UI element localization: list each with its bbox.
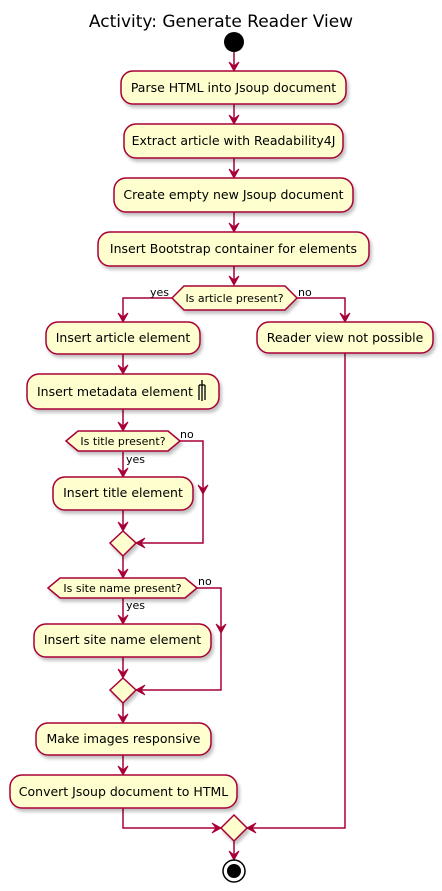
activity-metadata-label: Insert metadata element — [37, 384, 193, 399]
activity-article-label: Insert article element — [56, 330, 191, 345]
label-no-site: no — [198, 575, 212, 588]
merge-final — [219, 813, 249, 843]
activity-create: Create empty new Jsoup document — [113, 177, 354, 213]
activity-images-label: Make images responsive — [47, 731, 201, 746]
activity-parse: Parse HTML into Jsoup document — [120, 70, 347, 105]
activity-convert-label: Convert Jsoup document to HTML — [19, 784, 228, 799]
label-no-title: no — [180, 428, 194, 441]
end-node — [222, 859, 246, 883]
activity-create-label: Create empty new Jsoup document — [123, 187, 343, 202]
edge-convert-final-merge — [122, 808, 221, 829]
merge-site — [108, 676, 138, 705]
edge-decision3-no — [136, 587, 222, 691]
edge-decision1-yes — [122, 297, 172, 321]
label-yes-site: yes — [126, 599, 145, 612]
activity-parse-label: Parse HTML into Jsoup document — [131, 80, 336, 95]
merge-title — [108, 529, 138, 558]
edges — [117, 52, 351, 862]
activity-bootstrap-label: Insert Bootstrap container for elements — [110, 241, 357, 256]
decision-site-present-label: Is site name present? — [63, 582, 181, 595]
decision-title-present: Is title present? — [64, 430, 182, 452]
decision-site-present: Is site name present? — [46, 577, 199, 599]
activity-site: Insert site name element — [33, 623, 212, 658]
edge-decision1-no — [297, 297, 346, 321]
activity-article: Insert article element — [45, 321, 201, 355]
label-yes-title: yes — [126, 453, 145, 466]
edge-notpossible-final-merge — [247, 353, 346, 829]
label-no-article: no — [298, 286, 312, 299]
start-node — [224, 32, 244, 52]
activity-extract: Extract article with Readability4J — [123, 123, 344, 159]
activity-title-label: Insert title element — [63, 485, 183, 500]
activity-bootstrap: Insert Bootstrap container for elements — [97, 231, 370, 267]
activity-site-label: Insert site name element — [44, 632, 201, 647]
decision-title-present-label: Is title present? — [80, 435, 165, 448]
activity-title: Insert title element — [52, 476, 194, 511]
label-yes-article: yes — [150, 286, 169, 299]
activity-images: Make images responsive — [35, 722, 212, 756]
decision-article-present-label: Is article present? — [185, 292, 283, 305]
activity-not-possible: Reader view not possible — [256, 321, 434, 354]
activity-extract-label: Extract article with Readability4J — [132, 133, 336, 148]
activity-not-possible-label: Reader view not possible — [267, 330, 424, 345]
diagram-title: Activity: Generate Reader View — [89, 12, 353, 32]
fork-icon — [198, 380, 206, 401]
activity-convert: Convert Jsoup document to HTML — [9, 774, 238, 809]
decision-article-present: Is article present? — [170, 285, 299, 311]
activity-metadata: Insert metadata element — [26, 373, 220, 410]
